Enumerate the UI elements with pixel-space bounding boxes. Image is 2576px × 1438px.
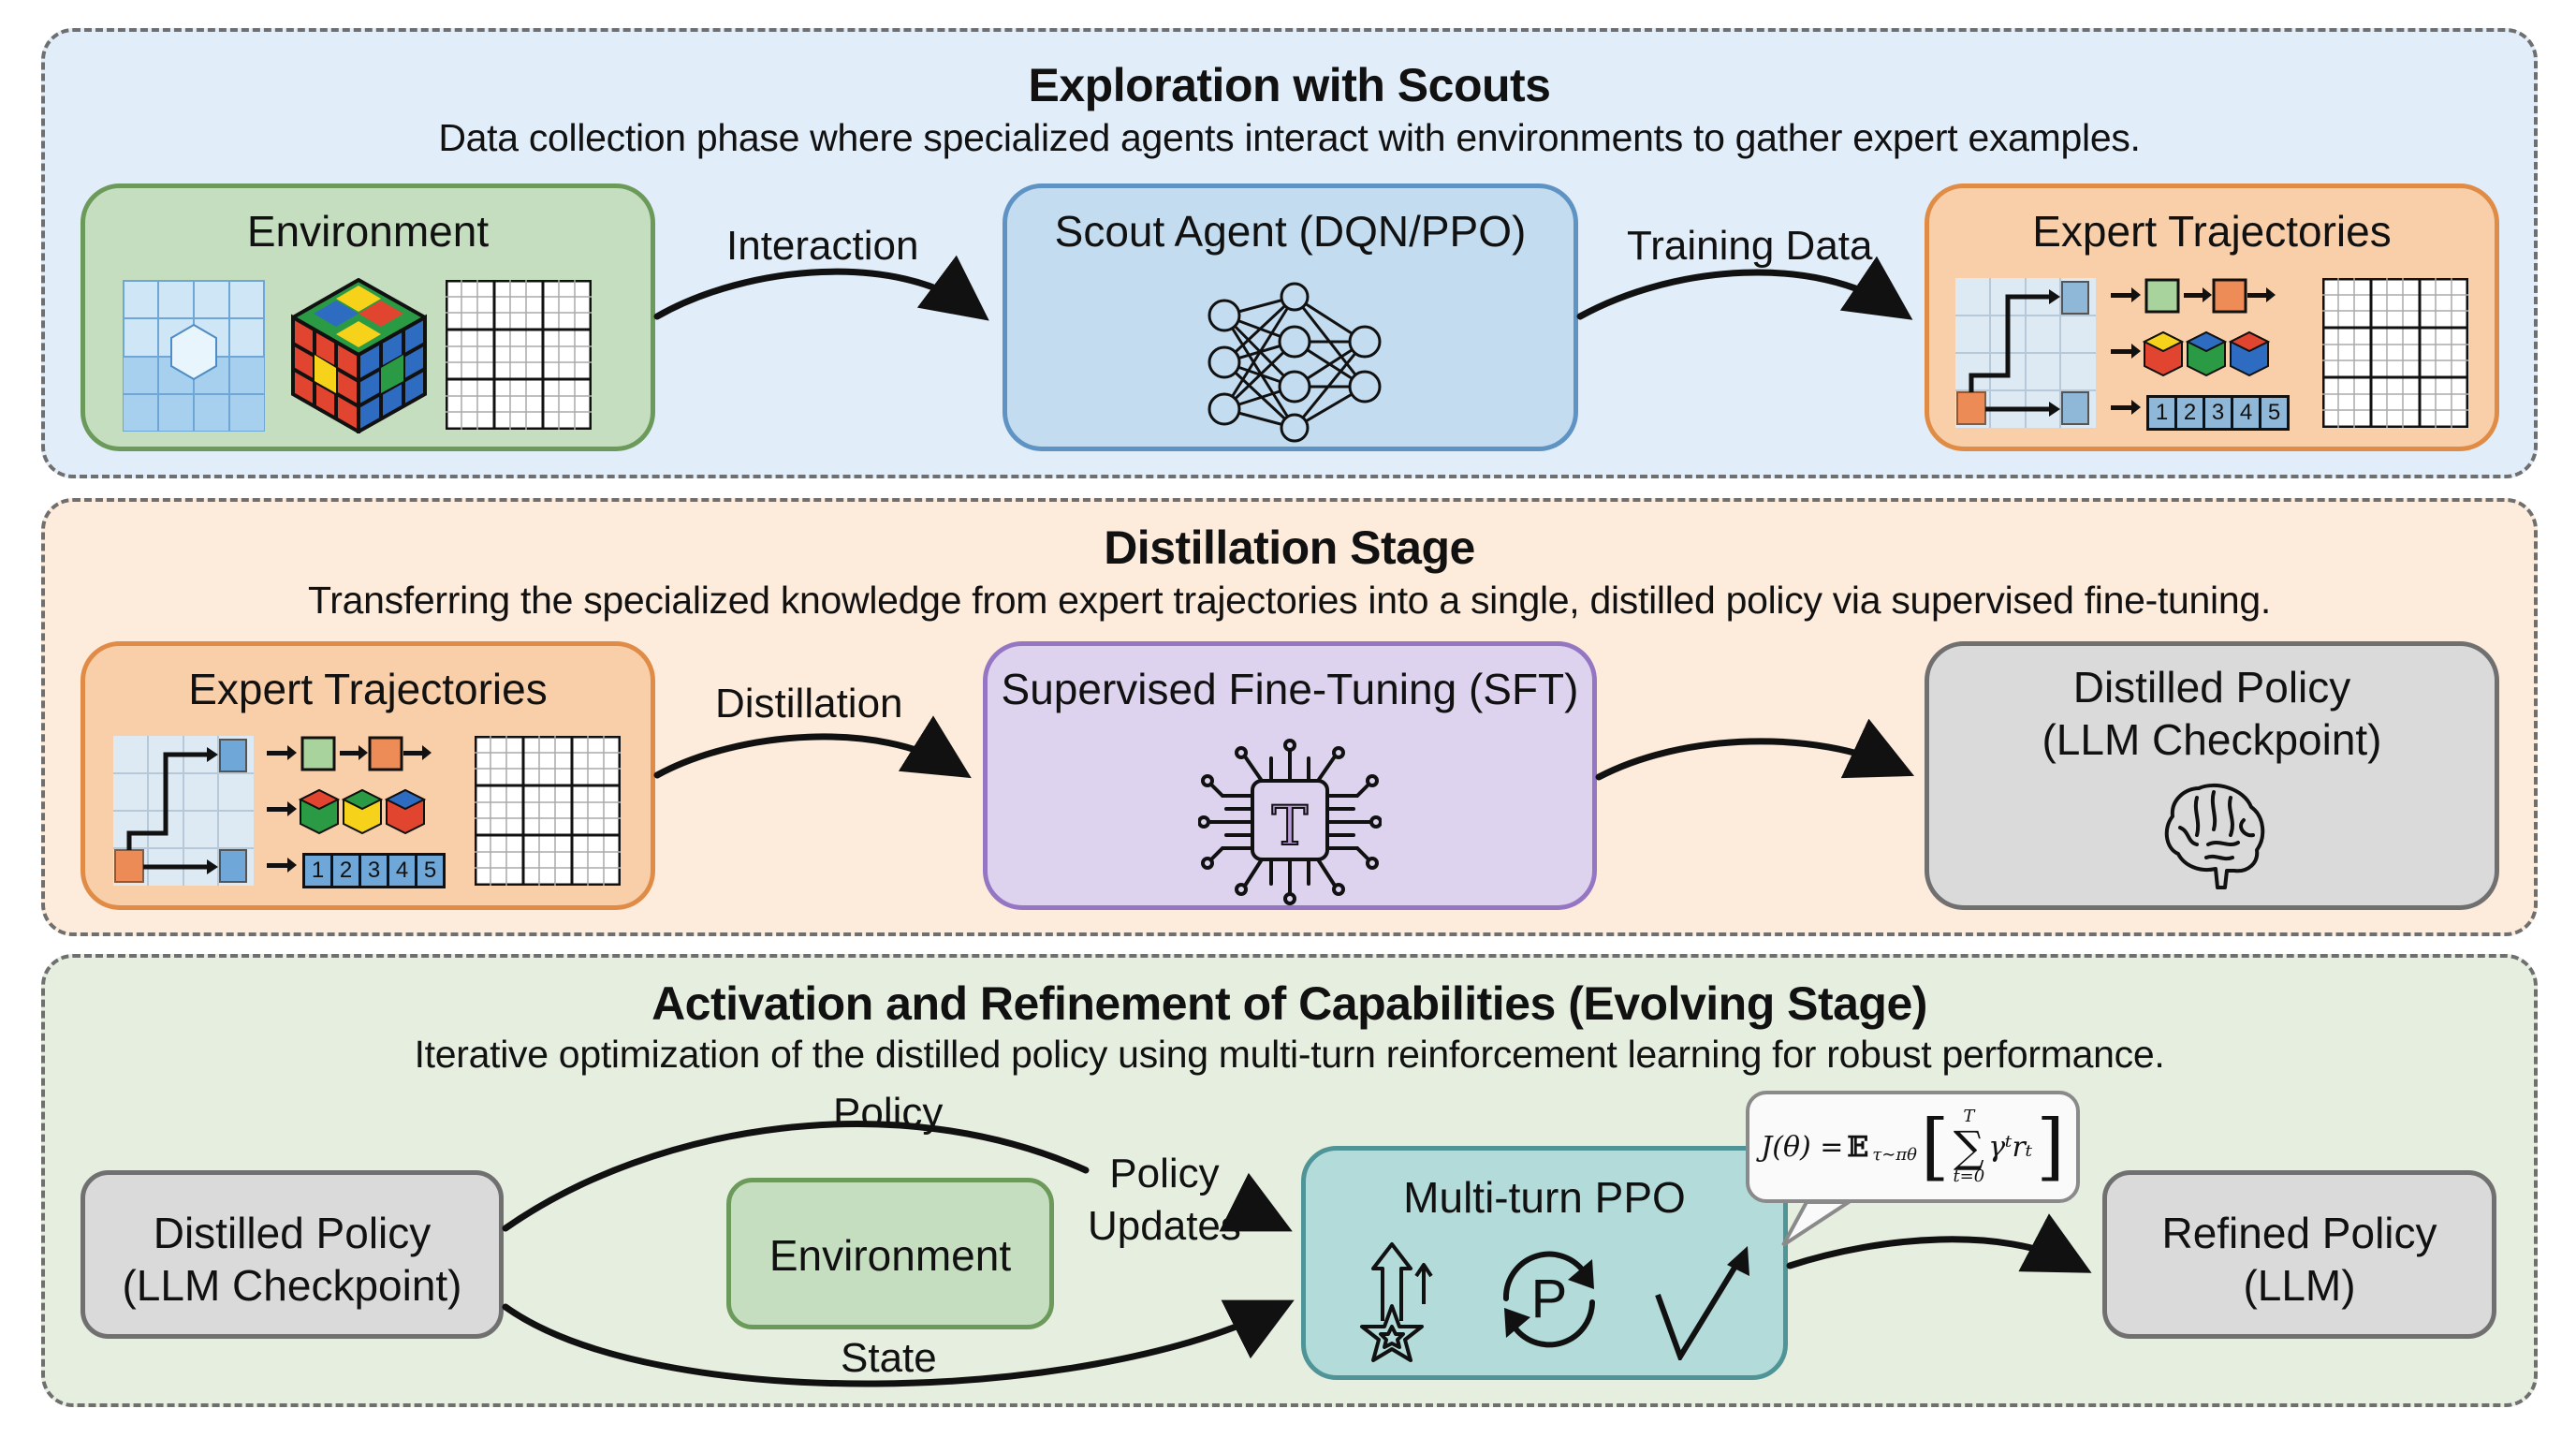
sequence-cell: 4: [2233, 395, 2261, 431]
chip-letter: T: [1272, 794, 1309, 858]
expert-trajectories-label: Expert Trajectories: [2032, 207, 2392, 256]
trajectory-sequences-icon: [267, 736, 432, 873]
formula-bracket-left: [: [1921, 1105, 1950, 1189]
distillation-subtitle: Transferring the specialized knowledge f…: [308, 579, 2271, 622]
interaction-edge-label: Interaction: [726, 223, 919, 269]
trajectory-sequences-icon: [2111, 278, 2276, 415]
refined-policy-label-line1: Refined Policy: [2161, 1209, 2437, 1257]
expert-trajectories-label: Expert Trajectories: [188, 665, 548, 713]
zigzag-arrow-icon: [1655, 1246, 1749, 1360]
formula-lhs: J(θ) =: [1761, 1130, 1844, 1164]
ice-grid-icon: [123, 280, 265, 432]
training-data-edge-label: Training Data: [1627, 223, 1873, 269]
distillation-edge-label: Distillation: [715, 681, 903, 726]
refined-policy-label-line2: (LLM): [2243, 1261, 2356, 1310]
policy-updates-line1: Policy: [1109, 1151, 1220, 1196]
ppo-box[interactable]: Multi-turn PPO P: [1301, 1146, 1788, 1380]
formula-bracket-right: ]: [2036, 1105, 2065, 1189]
policy-edge-label: Policy: [833, 1090, 944, 1136]
neural-network-icon: [1208, 282, 1382, 443]
sequence-strip: 1 2 3 4 5: [302, 853, 446, 888]
environment-label: Environment: [768, 1231, 1012, 1280]
objective-formula-bubble: J(θ) = 𝔼 τ∼πθ [ T ∑ t=0 γᵗrₜ ]: [1746, 1091, 2080, 1203]
environment-box[interactable]: Environment: [726, 1178, 1054, 1329]
formula-sum: T ∑ t=0: [1953, 1108, 1984, 1186]
objective-formula: J(θ) = 𝔼 τ∼πθ [ T ∑ t=0 γᵗrₜ ]: [1761, 1108, 2065, 1186]
environment-box[interactable]: Environment: [80, 183, 655, 451]
sequence-cell: 2: [333, 853, 361, 888]
formula-expectation: 𝔼: [1847, 1130, 1869, 1164]
sudoku-grid-icon: [2322, 278, 2468, 428]
ppo-label: Multi-turn PPO: [1403, 1173, 1686, 1222]
distilled-policy-label-line2: (LLM Checkpoint): [122, 1261, 462, 1310]
rubiks-cube-icon: [291, 278, 427, 433]
sequence-cell: 3: [361, 853, 389, 888]
evolving-title: Activation and Refinement of Capabilitie…: [651, 977, 1927, 1030]
sequence-cell: 1: [2146, 395, 2177, 431]
expert-trajectories-box[interactable]: Expert Trajectories 1 2 3 4 5: [80, 641, 655, 910]
formula-sum-lower: t=0: [1953, 1167, 1985, 1186]
formula-term: γᵗrₜ: [1988, 1130, 2033, 1164]
distillation-title: Distillation Stage: [1104, 521, 1475, 574]
distilled-policy-label-line1: Distilled Policy: [153, 1209, 432, 1257]
policy-updates-line2: Updates: [1088, 1203, 1241, 1249]
sequence-cell: 5: [2261, 395, 2290, 431]
cycle-letter: P: [1531, 1269, 1568, 1329]
formula-subscript: τ∼πθ: [1872, 1144, 1918, 1165]
sequence-cell: 5: [417, 853, 446, 888]
brain-icon: [2164, 783, 2265, 889]
sft-label: Supervised Fine-Tuning (SFT): [1001, 665, 1579, 713]
environment-label: Environment: [246, 207, 490, 256]
sequence-strip: 1 2 3 4 5: [2146, 395, 2290, 431]
exploration-subtitle: Data collection phase where specialized …: [438, 116, 2141, 159]
scout-agent-label: Scout Agent (DQN/PPO): [1054, 207, 1527, 256]
distilled-policy-box[interactable]: Distilled Policy (LLM Checkpoint): [1925, 641, 2499, 910]
state-edge-label: State: [841, 1335, 937, 1381]
evolving-subtitle: Iterative optimization of the distilled …: [414, 1033, 2165, 1076]
expert-trajectories-box[interactable]: Expert Trajectories 1 2 3 4 5: [1925, 183, 2499, 451]
distilled-policy-label-line2: (LLM Checkpoint): [2042, 715, 2382, 764]
sequence-cell: 3: [2205, 395, 2233, 431]
scout-agent-box[interactable]: Scout Agent (DQN/PPO): [1003, 183, 1578, 451]
sequence-cell: 4: [389, 853, 417, 888]
sigma-icon: ∑: [1953, 1122, 1984, 1172]
distilled-policy-box[interactable]: Distilled Policy (LLM Checkpoint): [80, 1170, 504, 1339]
sudoku-grid-icon: [475, 736, 621, 886]
policy-updates-edge-label: Policy Updates: [1088, 1148, 1241, 1253]
sequence-cell: 1: [302, 853, 333, 888]
star-upgrade-icon: [1360, 1242, 1433, 1362]
sequence-cell: 2: [2177, 395, 2205, 431]
exploration-title: Exploration with Scouts: [1028, 59, 1551, 111]
sudoku-grid-icon: [446, 280, 592, 430]
sft-box[interactable]: Supervised Fine-Tuning (SFT) T: [983, 641, 1597, 910]
grid-path-icon: [113, 736, 254, 886]
grid-path-icon: [1955, 278, 2096, 428]
cycle-p-icon: P: [1502, 1251, 1595, 1348]
refined-policy-box[interactable]: Refined Policy (LLM): [2102, 1170, 2496, 1339]
distilled-policy-label-line1: Distilled Policy: [2072, 663, 2351, 712]
chip-icon: T: [1198, 739, 1382, 905]
formula-sum-upper: T: [1963, 1107, 1975, 1126]
